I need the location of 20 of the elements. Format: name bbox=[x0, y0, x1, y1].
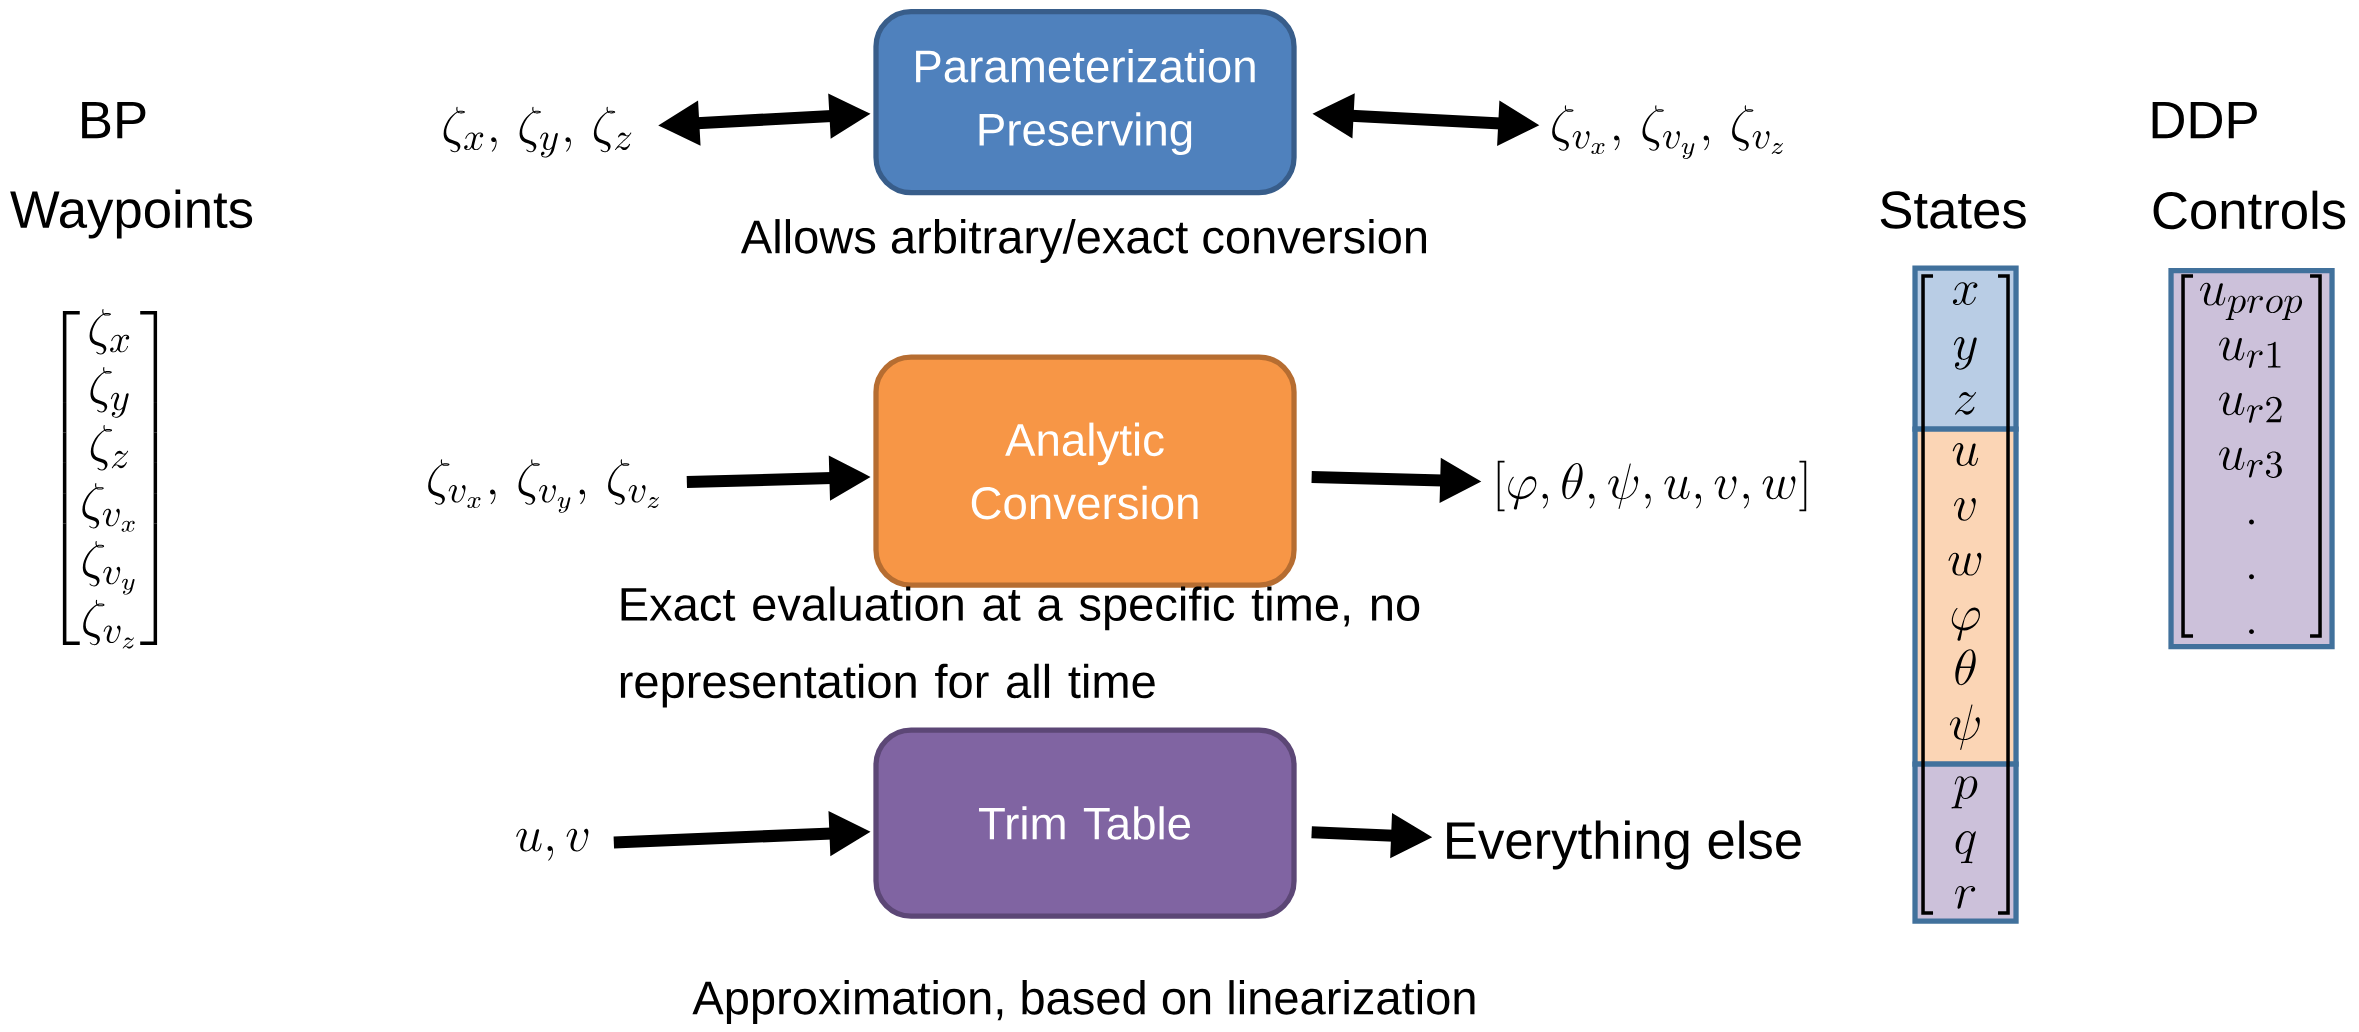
controls-matrix: $u_{prop}$ $u_{r1}$ $u_{r2}$ $u_{r3}$ $.$ $.$ $.$ bbox=[2168, 268, 2335, 650]
math-label: $u, v$ bbox=[516, 828, 589, 861]
heading-text: BP bbox=[82, 101, 146, 139]
state-band: $u$ $v$ $w$ $\varphi$ $\theta$ $\psi$ bbox=[1912, 426, 2019, 767]
math-label: $\zeta_x,\, \zeta_y,\, \zeta_z$ bbox=[443, 106, 632, 158]
heading-text: DDP bbox=[2152, 101, 2257, 139]
heading-text: States bbox=[1880, 191, 2026, 229]
process-box: Trim Table bbox=[873, 727, 1297, 919]
caption-text: Allows arbitrary/exact conversion bbox=[740, 219, 1426, 263]
math-label: $\zeta_{v_x},\, \zeta_{v_y},\, \zeta_{v_z}$ bbox=[428, 459, 659, 513]
process-box: Parameterization Preserving bbox=[873, 8, 1297, 196]
waypoint-vector: $\begin{bmatrix}\zeta_x\\ \zeta_y\\ \zeta_z\\ \zeta_{v_x}\\ \zeta_{v_y}\\ \zeta_{v_z}\end{bmatrix}$ bbox=[62, 309, 158, 649]
caption-text: Exact evaluation at a specific time, no representation for all time bbox=[620, 586, 1420, 708]
math-label: $\zeta_{v_x},\, \zeta_{v_y},\, \zeta_{v_z}$ bbox=[1552, 105, 1783, 159]
caption-text: Approximation, based on linearization bbox=[692, 980, 1475, 1024]
math-label: $[\varphi, \theta, \psi, u, v, w]$ bbox=[1497, 460, 1807, 512]
state-band: $p$ $q$ $r$ bbox=[1912, 761, 2019, 924]
heading-text: Controls bbox=[2153, 190, 2346, 230]
heading-text: Waypoints bbox=[10, 189, 253, 239]
output-text: Everything else bbox=[1447, 820, 1801, 870]
